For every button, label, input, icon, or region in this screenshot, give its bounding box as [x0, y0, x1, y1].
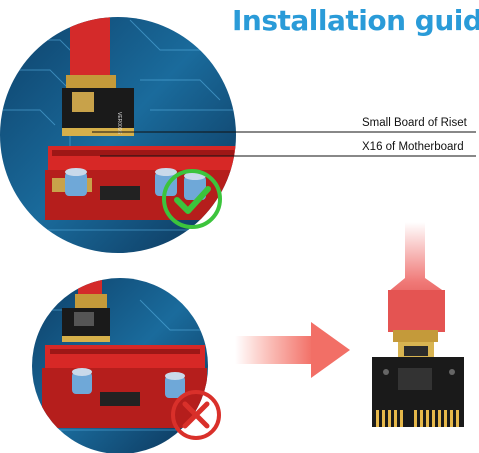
x16-motherboard-label: X16 of Motherboard [362, 141, 464, 153]
arrow-icon [235, 322, 350, 378]
small-board-label: Small Board of Riset [362, 117, 467, 129]
small-riser-board [372, 222, 464, 427]
correct-install-photo: VER009S [0, 17, 236, 253]
page-title: Installation guide [232, 4, 479, 37]
wrong-install-photo [32, 278, 208, 453]
chip-label: VER009S [116, 112, 122, 135]
cross-icon [171, 390, 221, 440]
check-icon [162, 169, 222, 229]
